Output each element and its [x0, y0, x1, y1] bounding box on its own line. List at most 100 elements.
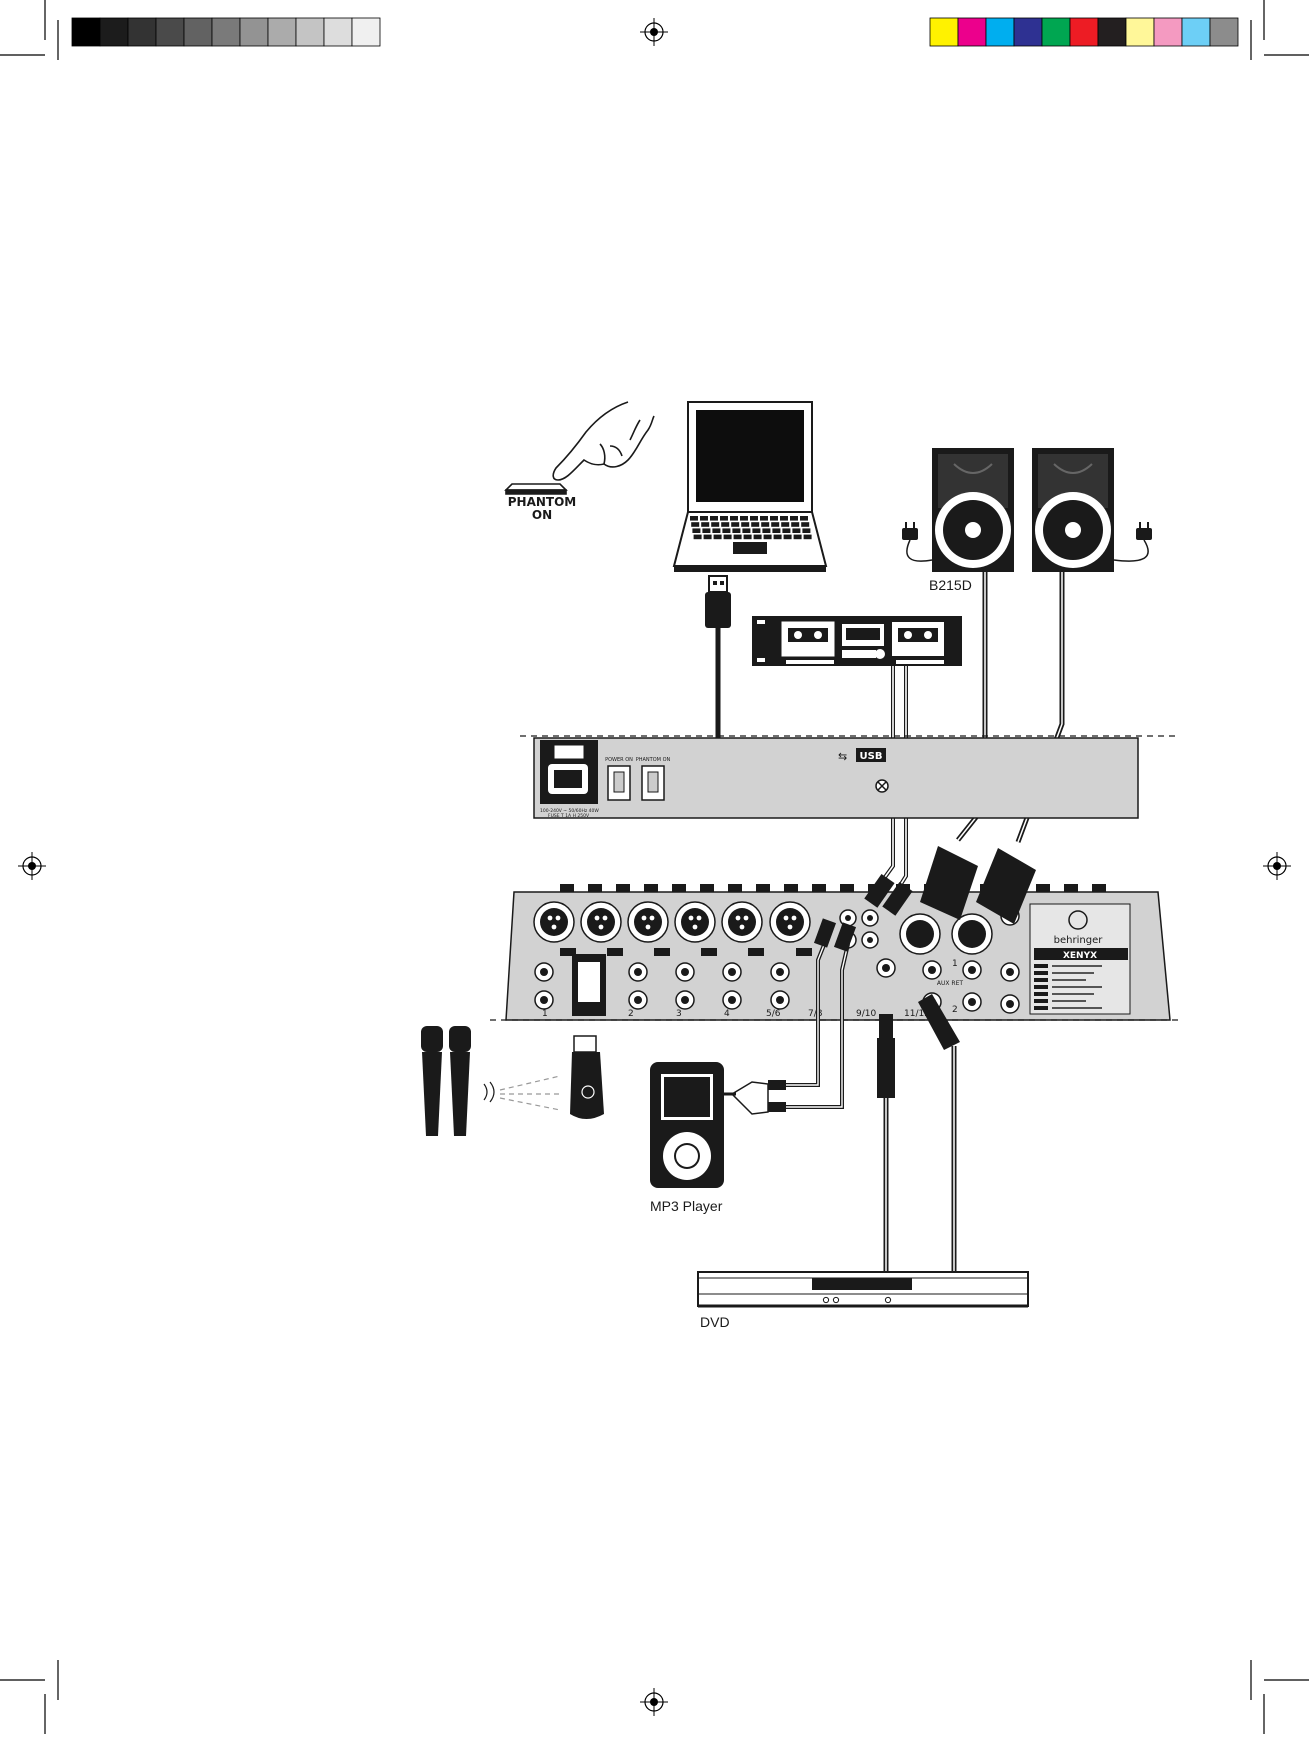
wireless-signal [484, 1076, 560, 1110]
usb-label: USB [860, 751, 883, 762]
spec-chip [1034, 971, 1048, 975]
spec-line [1052, 986, 1102, 988]
grayscale-calibration-bar [72, 18, 380, 46]
aux-number-2: 2 [952, 1005, 958, 1015]
channel-badge [607, 948, 623, 956]
mp3-player-label: MP3 Player [650, 1198, 722, 1214]
channel-badge [654, 948, 670, 956]
phantom-switch-label: PHANTOM ON [636, 757, 671, 763]
jack-output-core [1006, 968, 1014, 976]
gray-swatch [240, 18, 268, 46]
xlr-pin [736, 916, 741, 921]
xlr-pin [788, 925, 793, 930]
power-switch-label: POWER ON [605, 757, 633, 763]
xlr-pin [792, 916, 797, 921]
xlr-pin [556, 916, 561, 921]
laptop-key [742, 528, 750, 533]
mixer-model: XENYX [1063, 951, 1097, 961]
gray-swatch [212, 18, 240, 46]
spec-chip [1034, 978, 1048, 982]
spec-line [1052, 1007, 1102, 1009]
laptop-key [731, 522, 739, 527]
laptop-key [794, 535, 802, 540]
phantom-label-line2: ON [492, 509, 592, 522]
jack-input-core [776, 968, 784, 976]
laptop-key [791, 522, 799, 527]
laptop-key [701, 522, 709, 527]
laptop-key [694, 535, 702, 540]
xlr-pin [689, 916, 694, 921]
xlr-pin [552, 925, 557, 930]
power-cord [907, 540, 932, 561]
color-swatch [1014, 18, 1042, 46]
rca-jack-core [867, 937, 873, 943]
channel-number: 4 [724, 1009, 730, 1019]
laptop-key [692, 528, 700, 533]
xlr-pin [646, 925, 651, 930]
laptop-key [710, 516, 718, 521]
jack-output-core [1006, 1000, 1014, 1008]
power-plug [902, 528, 918, 540]
spec-line [1052, 979, 1086, 981]
mixer-knob [588, 884, 602, 892]
channel-badge [796, 948, 812, 956]
spec-line [1052, 993, 1094, 995]
rca-jack-core [867, 915, 873, 921]
wireless-microphones-icon [421, 1026, 471, 1136]
laptop-key [762, 528, 770, 533]
jack-input-core [540, 996, 548, 1004]
hand-icon [506, 402, 654, 494]
speaker-model-label: B215D [929, 577, 972, 593]
jack-input-core [634, 996, 642, 1004]
laptop-key [780, 516, 788, 521]
mixer-brand: behringer [1054, 935, 1104, 946]
speaker-dustcap [1065, 522, 1081, 538]
gray-swatch [128, 18, 156, 46]
laptop-key [801, 522, 809, 527]
registration-marks [18, 18, 1291, 1716]
jack-input-core [776, 996, 784, 1004]
color-swatch [958, 18, 986, 46]
color-swatch [1070, 18, 1098, 46]
laptop-key [770, 516, 778, 521]
rca-jack-core [845, 915, 851, 921]
xlr-input-inner [728, 908, 756, 936]
xlr-pin [744, 916, 749, 921]
gray-swatch [296, 18, 324, 46]
laptop-key [772, 528, 780, 533]
xlr-pin [548, 916, 553, 921]
main-out-xlr-inner [958, 920, 986, 948]
mixer-knob [728, 884, 742, 892]
channel-number: 1 [542, 1009, 548, 1019]
laptop-icon [674, 402, 826, 572]
laptop-key [800, 516, 808, 521]
spec-line [1052, 965, 1102, 967]
laptop-key [691, 522, 699, 527]
jack-input-core [540, 968, 548, 976]
laptop-key [782, 528, 790, 533]
dvd-player-icon [698, 1272, 1028, 1306]
mp3-player-icon [650, 1062, 724, 1188]
dvd-label: DVD [700, 1314, 730, 1330]
speakers-group [902, 448, 1152, 572]
laptop-key [751, 522, 759, 527]
channel-number: 3 [676, 1009, 682, 1019]
jack-output-core [928, 966, 936, 974]
laptop-key [732, 528, 740, 533]
color-swatch [1154, 18, 1182, 46]
laptop-key [774, 535, 782, 540]
color-swatch [1182, 18, 1210, 46]
channel-number: 5/6 [766, 1009, 781, 1019]
laptop-key [764, 535, 772, 540]
laptop-key [744, 535, 752, 540]
jack-input-core [681, 996, 689, 1004]
channel-number: 7/8 [808, 1009, 823, 1019]
spec-chip [1034, 964, 1048, 968]
xlr-input-inner [681, 908, 709, 936]
mixer-knob [1036, 884, 1050, 892]
xlr-pin [740, 925, 745, 930]
xlr-pin [784, 916, 789, 921]
